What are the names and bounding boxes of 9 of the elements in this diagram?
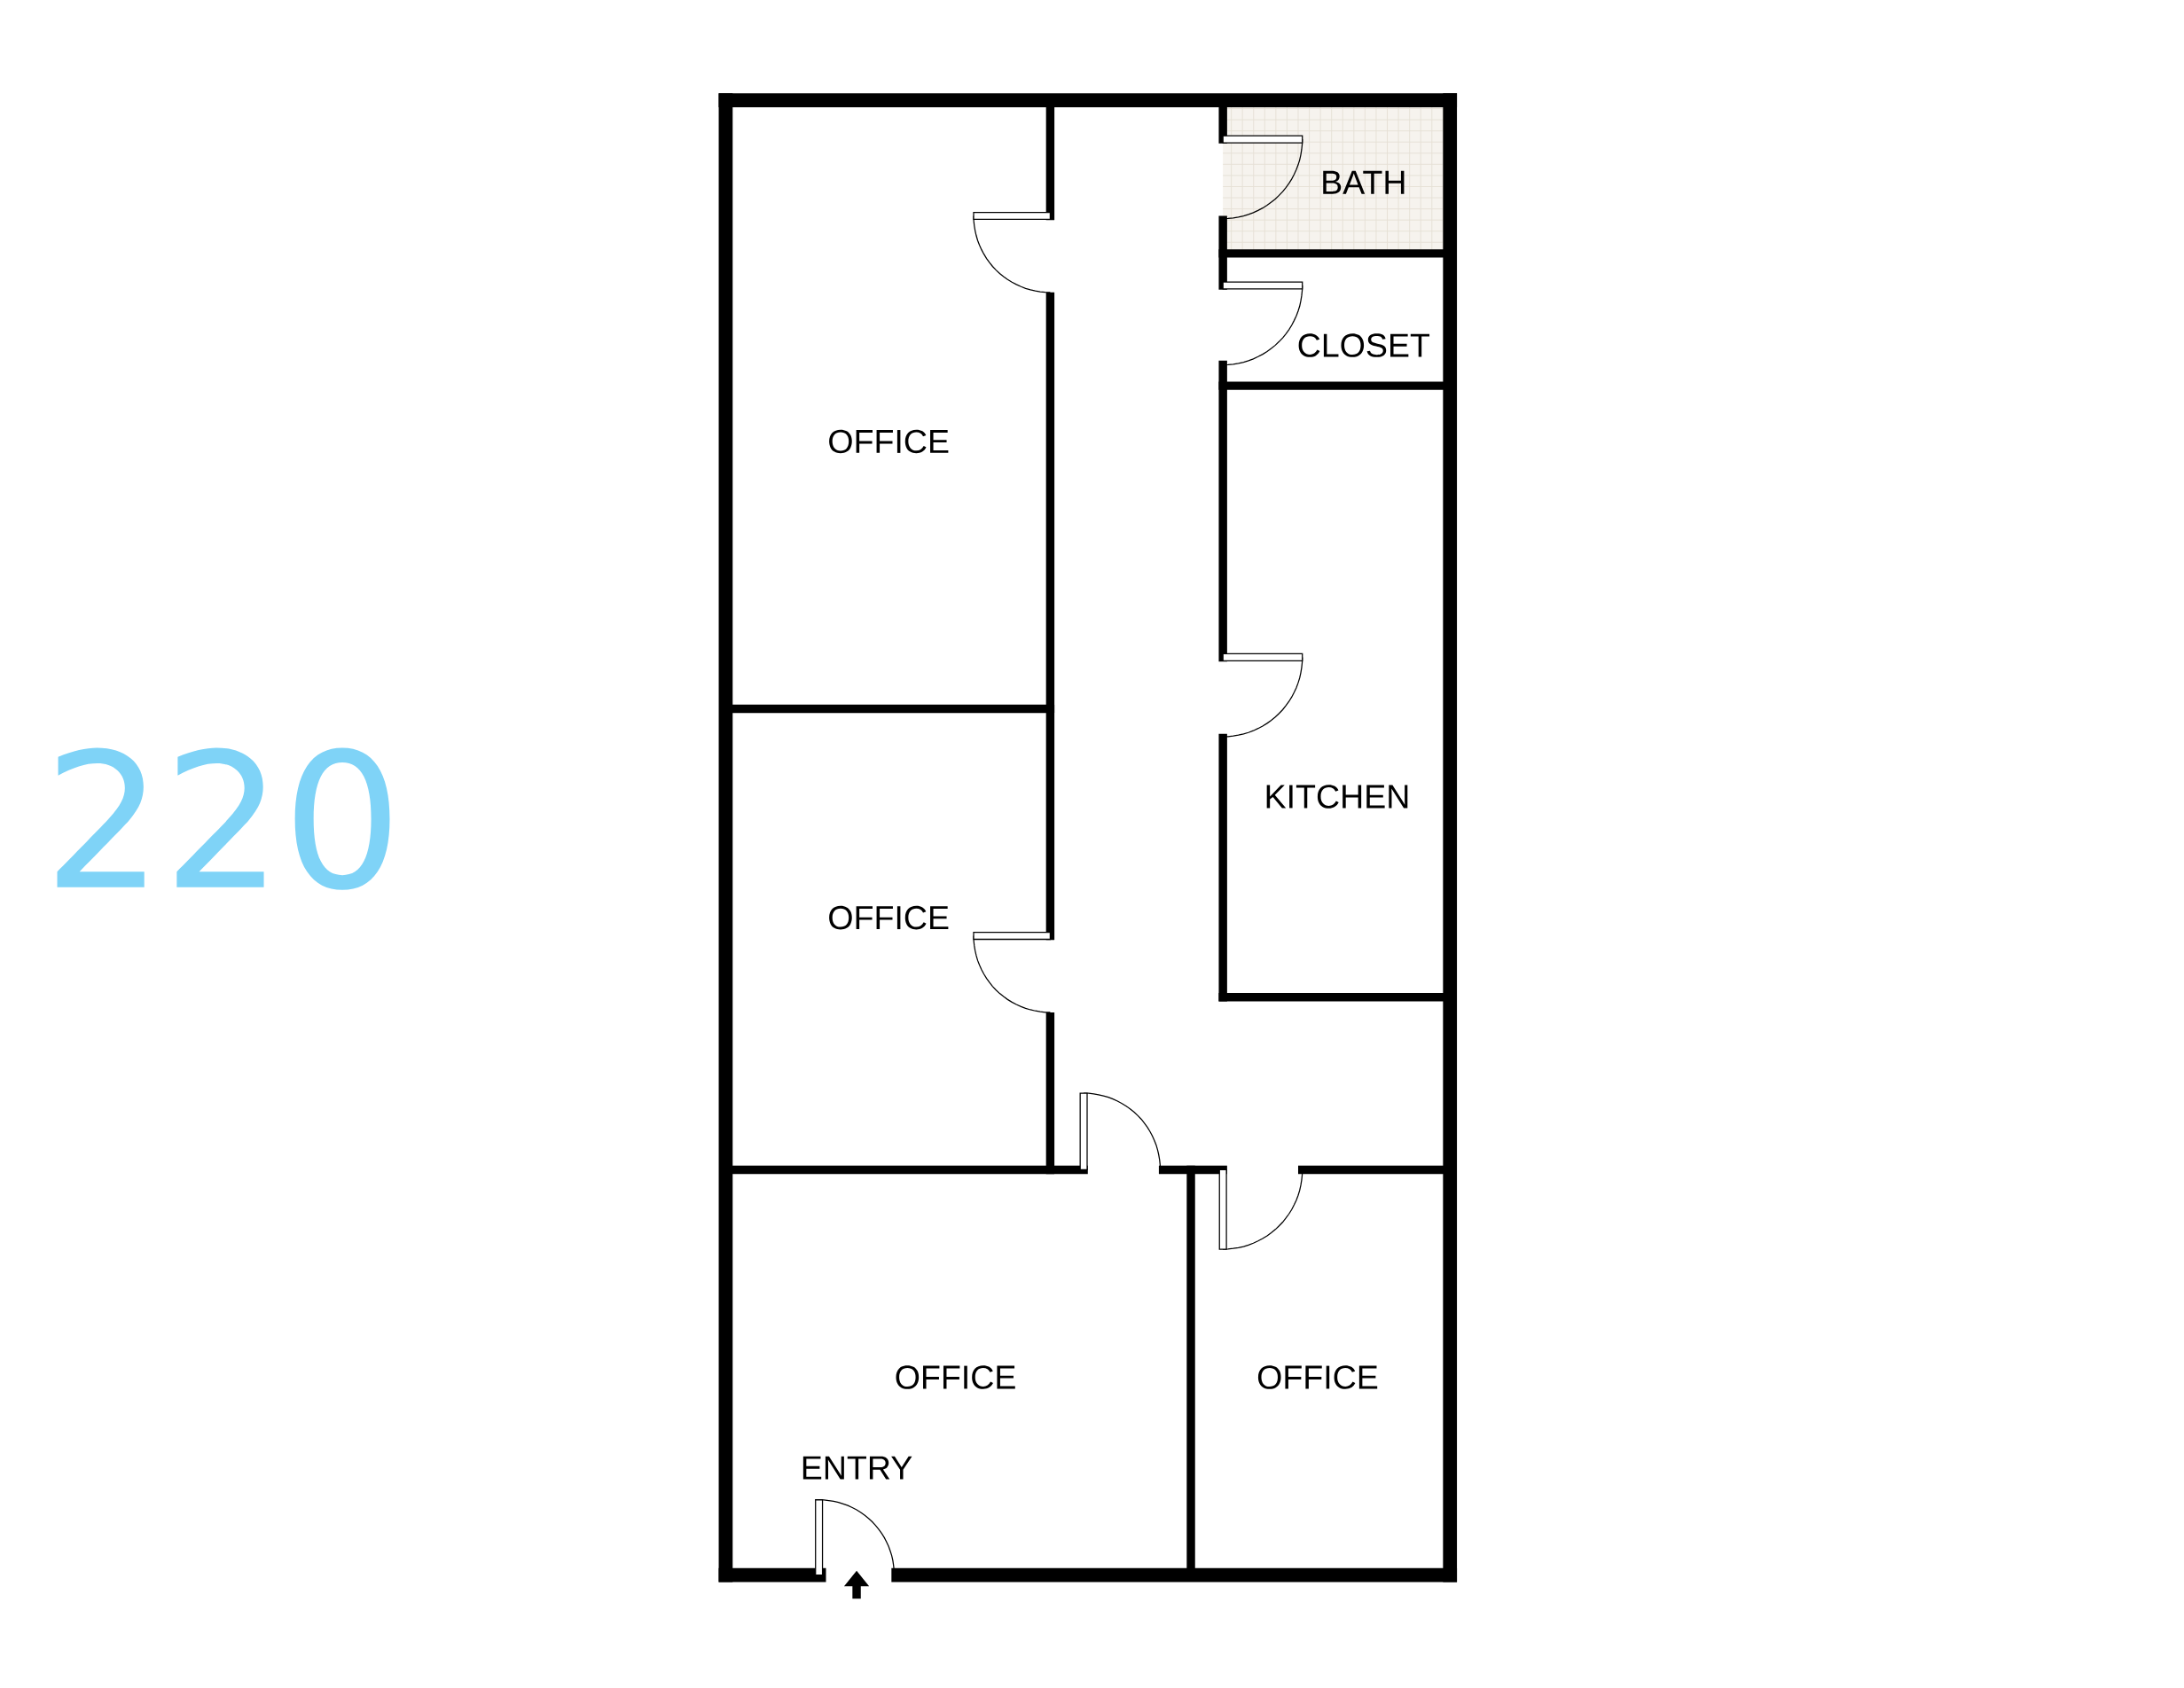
room-label: OFFICE — [829, 905, 949, 930]
room-label: BATH — [1323, 170, 1405, 194]
room-label: KITCHEN — [1266, 785, 1408, 809]
room-label: OFFICE — [829, 429, 949, 454]
room-label: CLOSET — [1298, 333, 1430, 357]
handwritten-number: 220 — [57, 747, 390, 890]
room-label: OFFICE — [1257, 1365, 1378, 1389]
room-label: ENTRY — [802, 1456, 912, 1480]
room-label: OFFICE — [896, 1365, 1015, 1389]
